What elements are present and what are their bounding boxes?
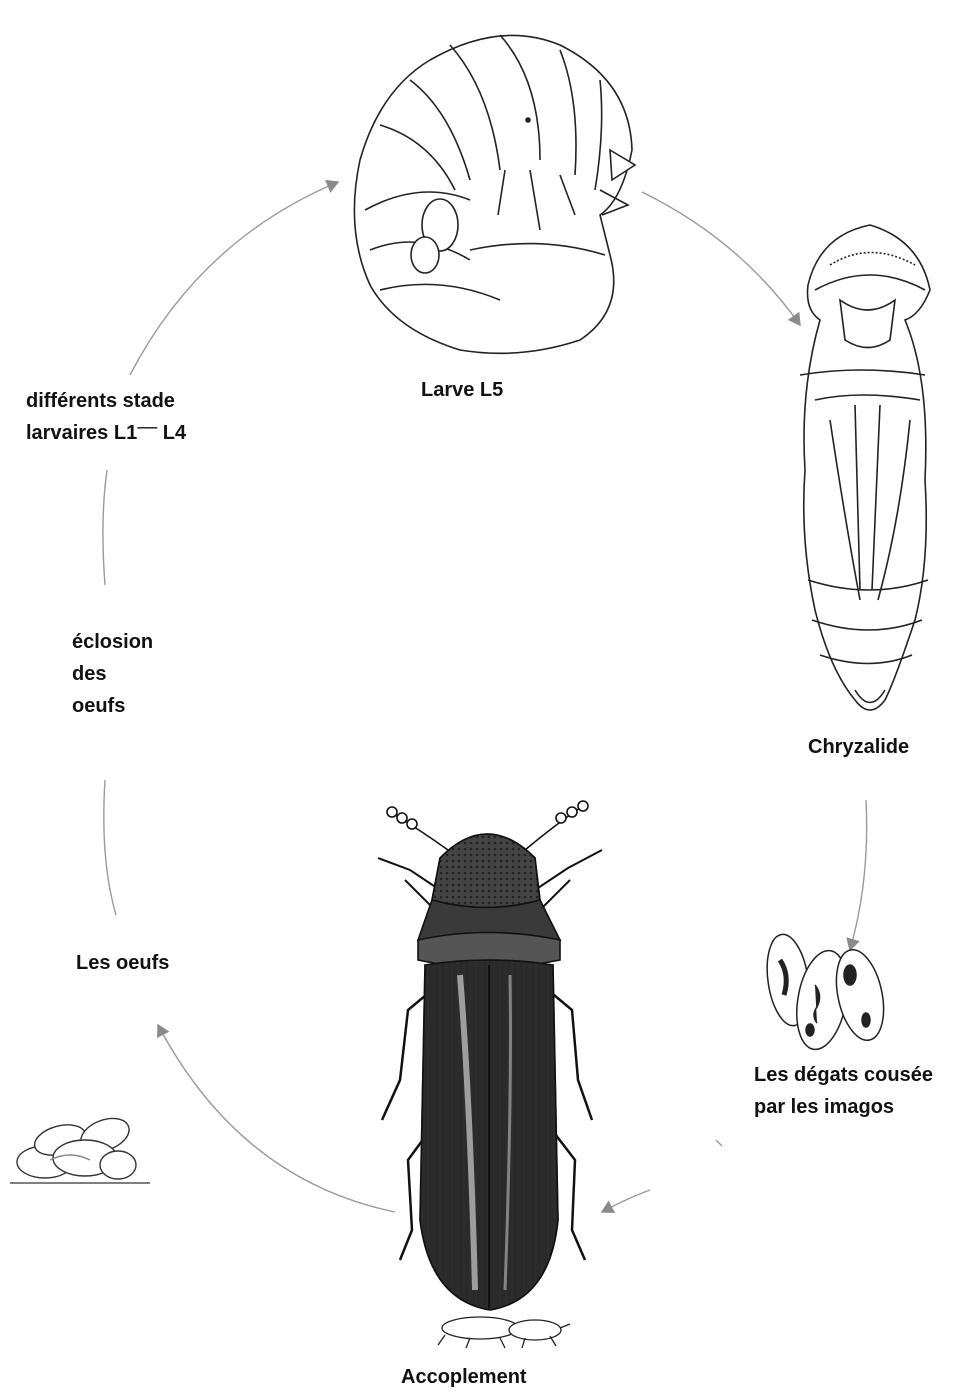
eggs-drawing: [10, 1112, 150, 1183]
larva-drawing: [354, 35, 635, 353]
label-chrysalis: Chryzalide: [808, 731, 909, 763]
pupa-drawing: [800, 225, 930, 710]
arrow-damage-to-adult: [602, 1190, 650, 1212]
label-larva-l5: Larve L5: [421, 374, 503, 406]
beetle-drawing: [378, 801, 602, 1310]
arrow-pupa-to-damage: [850, 800, 867, 950]
mating-beetles-drawing: [438, 1317, 570, 1348]
label-larval-stages-line1: différents stade: [26, 385, 175, 417]
arrow-damage-tick: [716, 1140, 722, 1146]
label-larval-stages-l4: L4: [163, 422, 186, 444]
label-larval-stages-l1: larvaires L1: [26, 422, 137, 444]
label-damage-line1: Les dégats cousée: [754, 1059, 933, 1091]
arrow-larva-to-pupa: [642, 192, 800, 325]
arrow-eggs-up: [104, 780, 116, 915]
label-larval-stages-line2: larvaires L1— L4: [26, 417, 186, 449]
arrow-adult-to-eggs: [158, 1025, 395, 1212]
arrow-stages-to-larva: [130, 182, 338, 375]
label-larval-stages-dash: —: [137, 416, 157, 438]
label-damage-line2: par les imagos: [754, 1091, 894, 1123]
label-hatching-line2: des: [72, 658, 106, 690]
label-hatching-line3: oeufs: [72, 690, 125, 722]
arrow-hatch-up: [103, 470, 107, 585]
label-hatching-line1: éclosion: [72, 626, 153, 658]
label-mating: Accoplement: [401, 1361, 527, 1393]
label-eggs: Les oeufs: [76, 947, 169, 979]
damaged-grain-drawing: [762, 932, 891, 1054]
